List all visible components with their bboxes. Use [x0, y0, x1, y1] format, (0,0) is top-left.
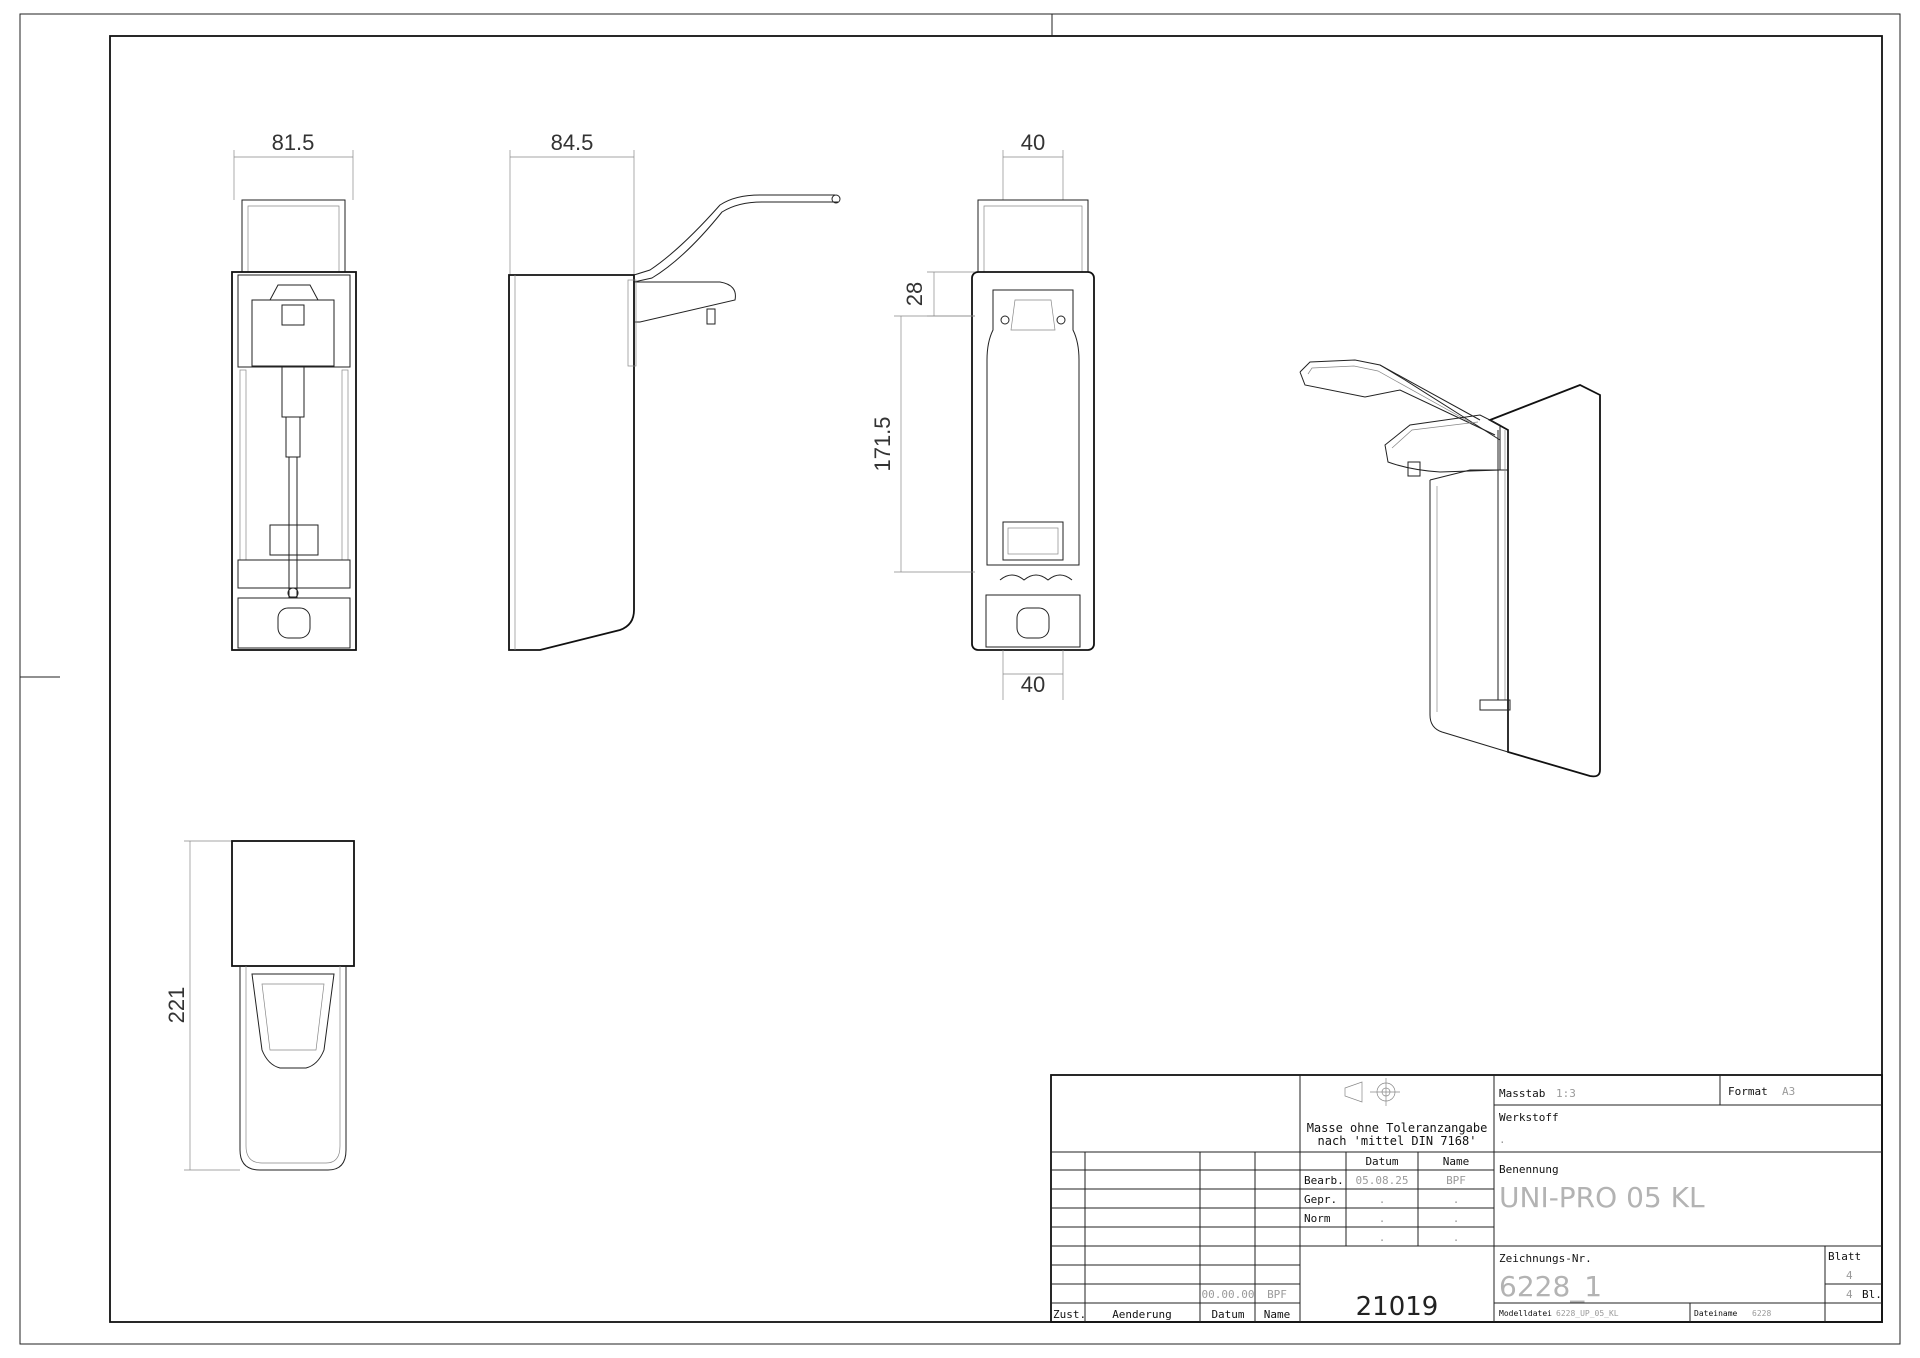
- rear-view: 40 28 171.5 40: [870, 130, 1095, 700]
- format-label: Format: [1728, 1085, 1768, 1098]
- werkstoff-value: .: [1499, 1133, 1506, 1146]
- row-blank-name: .: [1453, 1231, 1460, 1244]
- tolerance-note-line2: nach 'mittel DIN 7168': [1318, 1134, 1477, 1148]
- blatt-suffix: Bl.: [1862, 1288, 1882, 1301]
- blatt-total: 4: [1846, 1288, 1853, 1301]
- row-gepr-label: Gepr.: [1304, 1193, 1337, 1206]
- dim-top-height: 221: [164, 987, 189, 1024]
- zeichnungsnr-value: 6228_1: [1499, 1270, 1602, 1303]
- werkstoff-label: Werkstoff: [1499, 1111, 1559, 1124]
- modelldatei-value: 6228_UP_05_KL: [1556, 1309, 1619, 1318]
- benennung-value: UNI-PRO 05 KL: [1499, 1181, 1705, 1214]
- dateiname-label: Dateiname: [1694, 1309, 1738, 1318]
- massstab-label: Masstab: [1499, 1087, 1545, 1100]
- dim-rear-height-top: 28: [902, 282, 927, 306]
- row-blank-date: .: [1379, 1231, 1386, 1244]
- row-norm-name: .: [1453, 1212, 1460, 1225]
- header-datum: Datum: [1365, 1155, 1398, 1168]
- dim-rear-height-main: 171.5: [870, 416, 895, 471]
- header-name: Name: [1443, 1155, 1470, 1168]
- row-gepr-date: .: [1379, 1193, 1386, 1206]
- front-view: 81.5: [231, 130, 357, 651]
- dim-rear-bottom-width: 40: [1021, 672, 1045, 697]
- modelldatei-label: Modelldatei: [1499, 1309, 1552, 1318]
- format-value: A3: [1782, 1085, 1795, 1098]
- title-block: Masse ohne Toleranzangabe nach 'mittel D…: [1050, 1074, 1883, 1323]
- dim-side-width: 84.5: [551, 130, 594, 155]
- drawing-code: 21019: [1356, 1292, 1439, 1322]
- row-bearb-date: 05.08.25: [1356, 1174, 1409, 1187]
- zeichnungsnr-label: Zeichnungs-Nr.: [1499, 1252, 1592, 1265]
- row-norm-label: Norm: [1304, 1212, 1331, 1225]
- side-view: 84.5: [508, 130, 841, 651]
- top-view: 221: [164, 840, 355, 1171]
- footer-name: Name: [1264, 1308, 1291, 1321]
- revision-date: 00.00.00: [1202, 1288, 1255, 1301]
- footer-datum: Datum: [1211, 1308, 1244, 1321]
- dim-front-width: 81.5: [272, 130, 315, 155]
- footer-zust: Zust.: [1053, 1308, 1086, 1321]
- benennung-label: Benennung: [1499, 1163, 1559, 1176]
- footer-aenderung: Aenderung: [1112, 1308, 1172, 1321]
- massstab-value: 1:3: [1556, 1087, 1576, 1100]
- sheet-frame: [19, 13, 1901, 1345]
- isometric-view: [1299, 359, 1601, 778]
- row-norm-date: .: [1379, 1212, 1386, 1225]
- tolerance-note-line1: Masse ohne Toleranzangabe: [1307, 1121, 1488, 1135]
- revision-name: BPF: [1267, 1288, 1287, 1301]
- blatt-label: Blatt: [1828, 1250, 1861, 1263]
- row-bearb-name: BPF: [1446, 1174, 1466, 1187]
- dim-rear-top-width: 40: [1021, 130, 1045, 155]
- blatt-value: 4: [1846, 1269, 1853, 1282]
- row-gepr-name: .: [1453, 1193, 1460, 1206]
- row-bearb-label: Bearb.: [1304, 1174, 1344, 1187]
- dateiname-value: 6228: [1752, 1309, 1771, 1318]
- projection-symbol-icon: [1344, 1078, 1400, 1106]
